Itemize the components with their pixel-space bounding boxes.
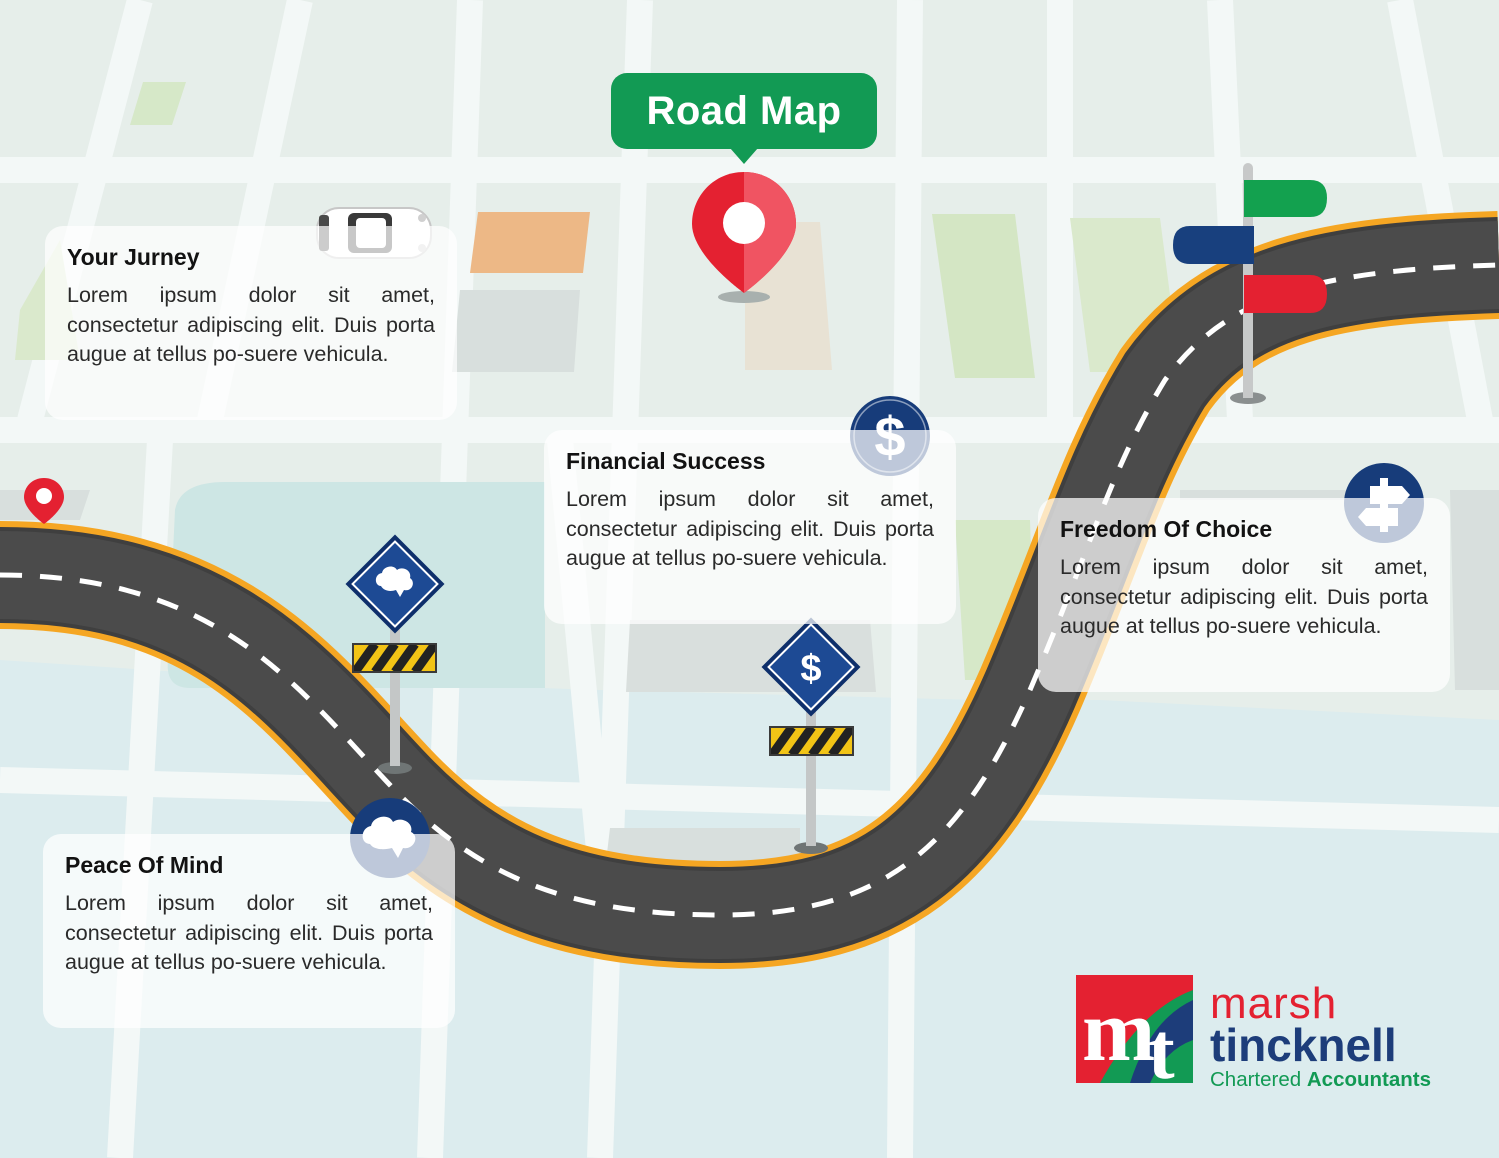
building-block: [1450, 490, 1499, 690]
logo-subtitle: Chartered Accountants: [1210, 1068, 1432, 1091]
card-peace-of-mind: Peace Of Mind Lorem ipsum dolor sit amet…: [43, 834, 455, 1028]
logo-line-tincknell: tincknell: [1210, 1019, 1397, 1071]
building-block: [1180, 490, 1370, 500]
card-body: Lorem ipsum dolor sit amet, consectetur …: [65, 891, 433, 974]
card-heading: Your Jurney: [67, 244, 200, 270]
road-map-title: Road Map: [611, 73, 877, 164]
card-body: Lorem ipsum dolor sit amet, consectetur …: [67, 283, 435, 366]
building-block: [452, 290, 580, 372]
card-heading: Freedom Of Choice: [1060, 516, 1273, 542]
card-your-journey: Your Jurney Lorem ipsum dolor sit amet, …: [45, 226, 457, 420]
park-block: [130, 82, 186, 125]
signpost-flags-icon: [1173, 163, 1327, 404]
card-heading: Peace Of Mind: [65, 852, 224, 878]
road: [0, 211, 1499, 970]
company-logo-text: marsh tincknell Chartered Accountants: [1210, 982, 1431, 1091]
start-pin-icon: [24, 478, 64, 524]
card-body: Lorem ipsum dolor sit amet, consectetur …: [566, 487, 934, 570]
logo-sub-chartered: Chartered: [1210, 1068, 1302, 1091]
logo-sub-accountants: Accountants: [1306, 1068, 1432, 1091]
card-financial-success: Financial Success Lorem ipsum dolor sit …: [544, 430, 956, 624]
card-body: Lorem ipsum dolor sit amet, consectetur …: [1060, 555, 1428, 638]
card-heading: Financial Success: [566, 448, 766, 474]
building-block: [470, 212, 590, 273]
card-freedom-of-choice: Freedom Of Choice Lorem ipsum dolor sit …: [1038, 498, 1450, 692]
brain-road-sign-icon: [345, 534, 445, 774]
svg-text:$: $: [800, 648, 821, 690]
svg-text:m: m: [1082, 983, 1155, 1080]
dollar-road-sign-icon: $: [761, 617, 861, 854]
park-block: [932, 214, 1035, 378]
svg-text:t: t: [1148, 1008, 1175, 1096]
marsh-tincknell-logo-mark: m t: [1076, 975, 1193, 1096]
location-pin-icon: [692, 172, 796, 303]
logo-line-marsh: marsh: [1210, 979, 1338, 1028]
